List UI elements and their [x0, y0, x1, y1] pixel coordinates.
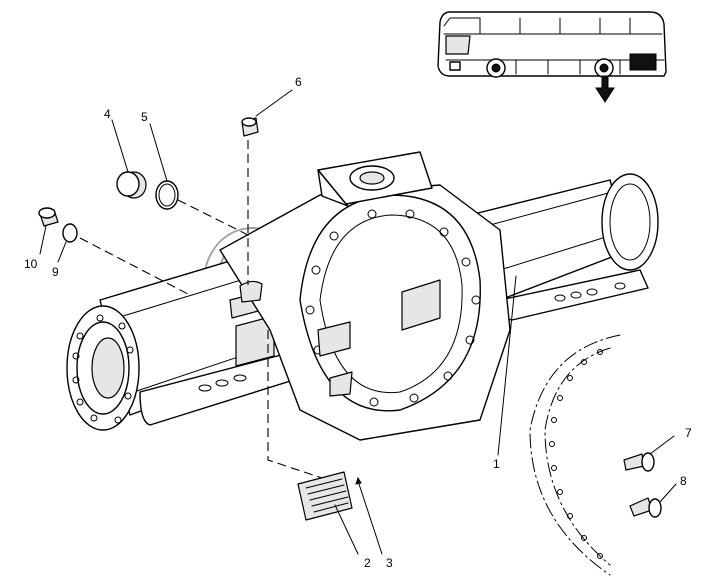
callout-6: 6 [295, 75, 302, 89]
callout-1: 1 [493, 457, 500, 471]
part-8-bolt [629, 483, 677, 518]
center-housing [219, 151, 511, 441]
part-2-nameplate [297, 471, 359, 555]
part-7-bolt [623, 435, 675, 472]
callout-4: 4 [104, 107, 111, 121]
callout-5: 5 [141, 110, 148, 124]
locator-arrow-icon [595, 75, 615, 103]
brake-drum-outline [529, 334, 621, 576]
callout-7: 7 [685, 426, 692, 440]
leader-dash-9-10 [79, 237, 189, 295]
callout-9: 9 [52, 265, 59, 279]
part-5-o-ring [149, 123, 179, 210]
part-3-rivet [355, 476, 383, 555]
callout-8: 8 [680, 474, 687, 488]
callout-3: 3 [386, 556, 393, 570]
left-axle-arm [66, 239, 321, 431]
nameplate-mount-area [235, 315, 275, 367]
leader-dash-2 [267, 330, 323, 479]
part-1-leader [497, 275, 517, 456]
bus-locator-thumbnail [437, 11, 667, 103]
callout-10: 10 [24, 257, 38, 271]
part-10-drain-plug [38, 207, 59, 255]
part-9-washer [57, 223, 78, 263]
callout-2: 2 [364, 556, 371, 570]
part-6-breather-plug [241, 89, 293, 285]
part-4-cap [111, 119, 147, 199]
